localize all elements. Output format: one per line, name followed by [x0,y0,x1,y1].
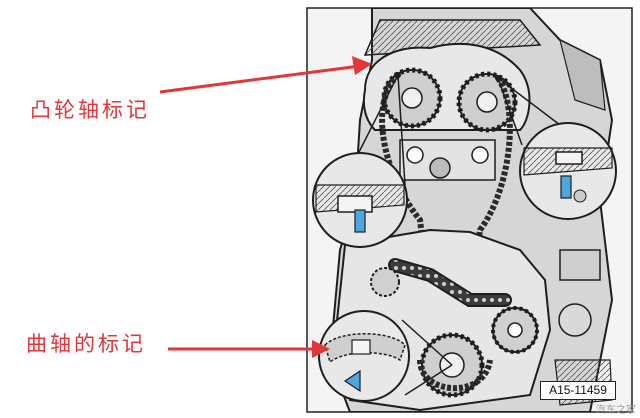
crankshaft-arrow [168,340,330,358]
crankshaft-marker [343,369,361,393]
camshaft-mark-label: 凸轮轴标记 [30,98,150,122]
camshaft-marker-left [354,209,366,233]
timing-chain [379,72,513,301]
camshaft-mark-detail-left [312,152,408,248]
crankshaft-mark-detail [318,310,410,402]
camshaft-marker-right [560,175,572,199]
crankshaft-mark-label: 曲轴的标记 [26,332,146,356]
camshaft-arrow [159,56,372,94]
watermark: 汽车之家 [596,403,636,416]
camshaft-mark-detail-right [519,122,617,220]
figure-id-box: A15-11459 [540,381,616,400]
